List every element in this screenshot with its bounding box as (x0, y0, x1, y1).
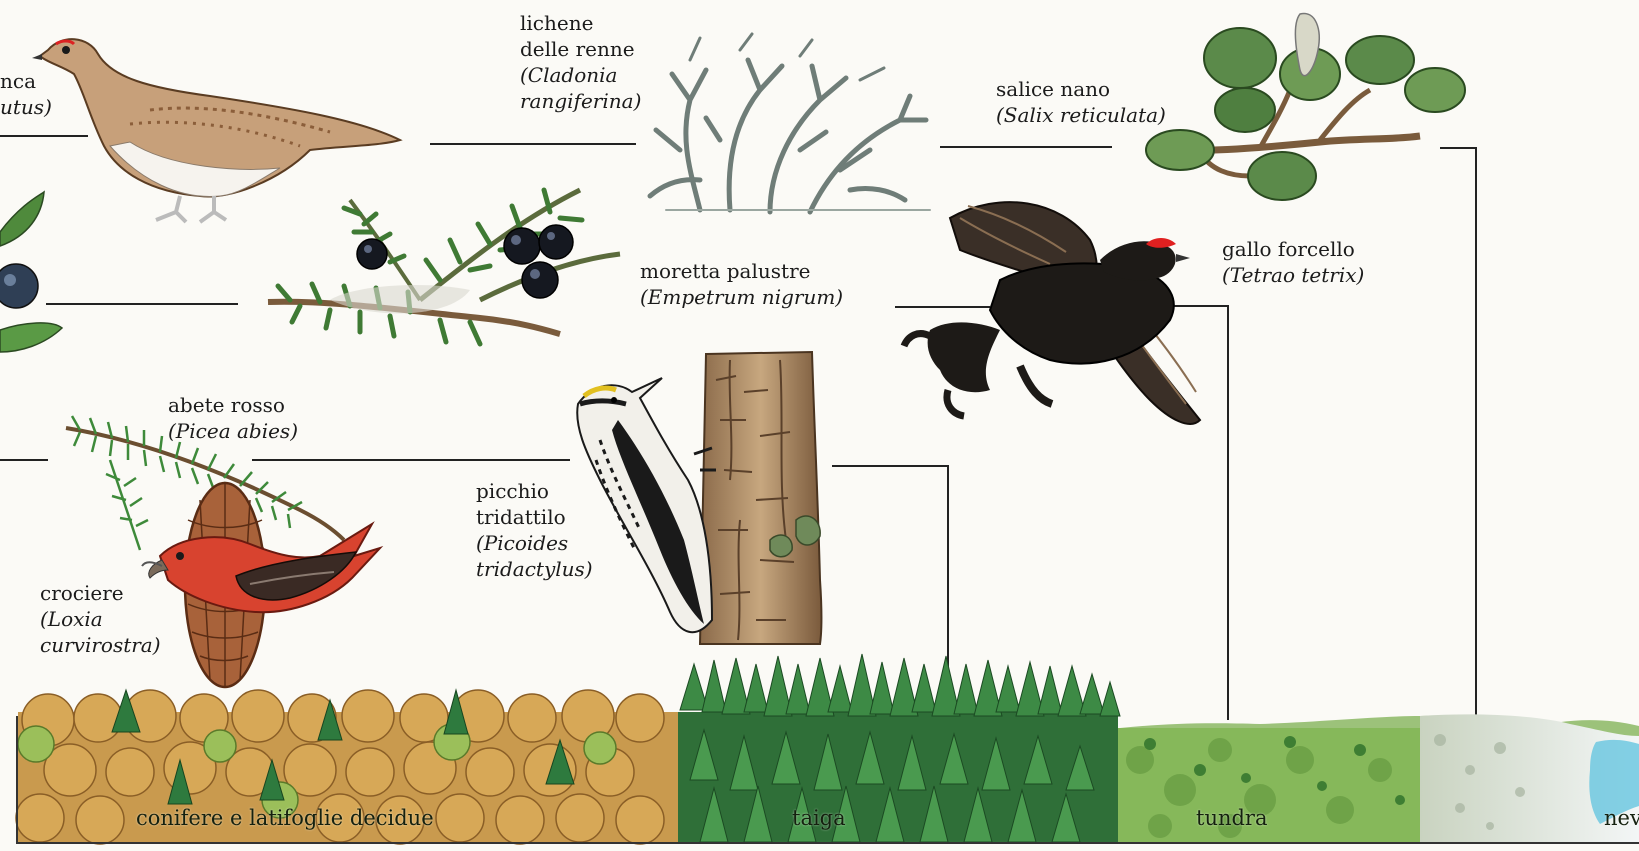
reindeer-lichen-illustration (650, 34, 930, 212)
biome-label-tundra: tundra (1196, 806, 1268, 830)
ptarmigan-scientific-name: utus) (0, 94, 52, 120)
crossbill-common-name: crociere (40, 580, 161, 606)
bilberry-partial (0, 192, 62, 352)
tree-trunk-illustration (700, 352, 822, 644)
woodpecker-scientific-name-line1: (Picoides (476, 530, 593, 556)
lichen-label: lichene delle renne (Cladonia rangiferin… (520, 10, 641, 114)
crossbill-scientific-name-line2: curvirostra) (40, 632, 161, 658)
spruce-scientific-name: (Picea abies) (168, 418, 298, 444)
woodpecker-label: picchio tridattilo (Picoides tridactylus… (476, 478, 593, 582)
crowberry-label: moretta palustre (Empetrum nigrum) (640, 258, 843, 310)
spruce-label: abete rosso (Picea abies) (168, 392, 298, 444)
biome-label-taiga: taiga (792, 806, 846, 830)
crowberry-common-name: moretta palustre (640, 258, 843, 284)
lichen-common-name-line1: lichene (520, 10, 641, 36)
woodpecker-common-name-line2: tridattilo (476, 504, 593, 530)
dwarf-willow-scientific-name: (Salix reticulata) (996, 102, 1166, 128)
crowberry-scientific-name: (Empetrum nigrum) (640, 284, 843, 310)
biome-label-mixed-forest: conifere e latifoglie decidue (136, 806, 434, 830)
three-toed-woodpecker-illustration (577, 378, 716, 632)
ptarmigan-common-name: nca (0, 68, 52, 94)
crossbill-label: crociere (Loxia curvirostra) (40, 580, 161, 658)
lichen-scientific-name-line2: rangiferina) (520, 88, 641, 114)
lichen-scientific-name-line1: (Cladonia (520, 62, 641, 88)
black-grouse-illustration (904, 202, 1200, 424)
lichen-common-name-line2: delle renne (520, 36, 641, 62)
crowberry-illustration (268, 190, 620, 344)
black-grouse-common-name: gallo forcello (1222, 236, 1364, 262)
crossbill-scientific-name-line1: (Loxia (40, 606, 161, 632)
dwarf-willow-common-name: salice nano (996, 76, 1166, 102)
woodpecker-scientific-name-line2: tridactylus) (476, 556, 593, 582)
black-grouse-scientific-name: (Tetrao tetrix) (1222, 262, 1364, 288)
spruce-common-name: abete rosso (168, 392, 298, 418)
black-grouse-label: gallo forcello (Tetrao tetrix) (1222, 236, 1364, 288)
ptarmigan-label: nca utus) (0, 68, 52, 120)
biome-label-snow: nev (1604, 806, 1639, 830)
dwarf-willow-label: salice nano (Salix reticulata) (996, 76, 1166, 128)
dwarf-willow-illustration (1146, 13, 1465, 200)
woodpecker-common-name-line1: picchio (476, 478, 593, 504)
ptarmigan-illustration (32, 39, 400, 222)
